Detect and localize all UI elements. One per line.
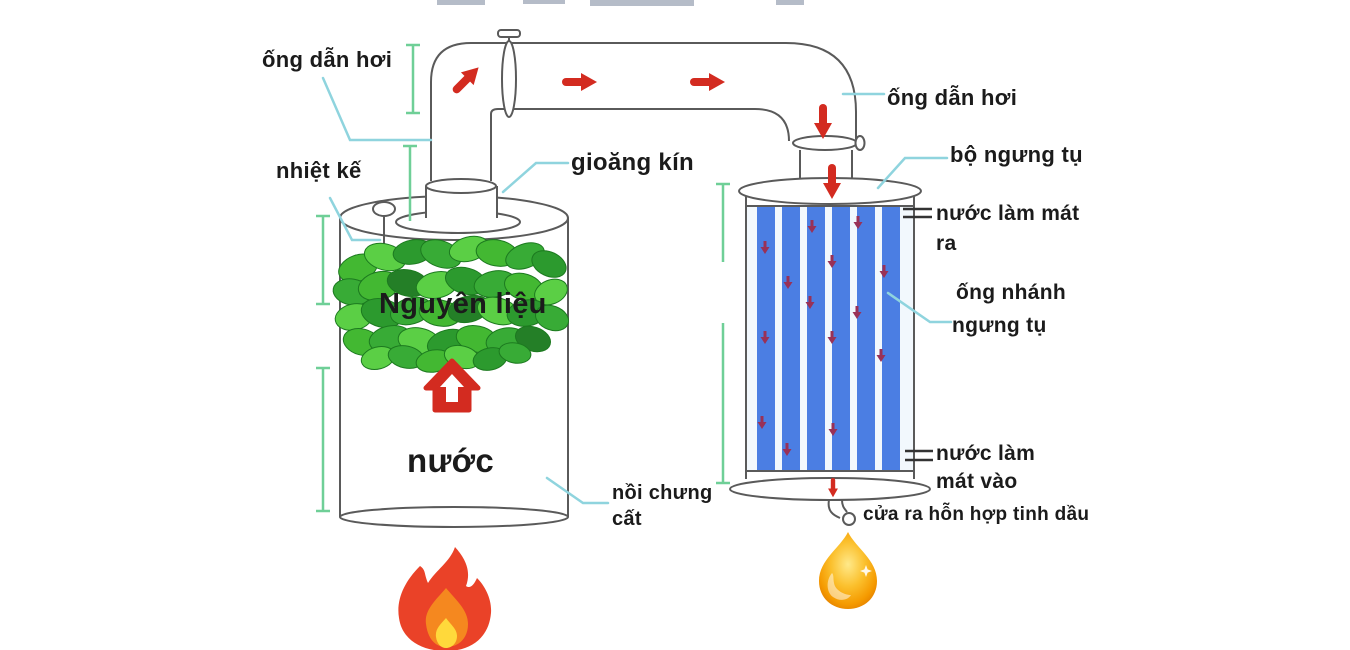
label-steam-pipe-left: ống dẫn hơi [262,47,393,72]
label-still-pot-2: cất [612,508,642,530]
condenser [729,177,933,526]
label-cooling-water-out-2: ra [936,232,957,255]
label-cooling-water-in-1: nước làm [936,442,1036,465]
gasket-collar [425,178,498,218]
leader-lines [321,76,953,505]
label-steam-pipe-right: ống dẫn hơi [887,85,1018,110]
cooling-water-in-stub [905,449,933,462]
measure-lines [316,43,730,513]
label-cooling-water-out-1: nước làm mát [936,202,1080,225]
label-water: nước [407,442,495,479]
label-branch-tubes-2: ngưng tụ [952,314,1047,337]
pipe-seal-disc [497,29,521,118]
fire-icon [398,547,492,650]
label-cooling-water-in-2: mát vào [936,470,1018,493]
cropped-title-remnant [590,0,694,6]
oil-outlet-pipe [827,499,856,526]
label-thermometer: nhiệt kế [276,158,362,183]
label-raw-material: Nguyên liệu [379,288,547,320]
label-still-pot-1: nồi chưng [612,482,713,504]
cropped-title-remnant [437,0,485,5]
cooling-water-out-stub [903,207,932,219]
raw-material-leaves [332,235,569,373]
oil-drop-icon [819,532,877,609]
label-branch-tubes-1: ống nhánh [956,281,1067,304]
label-condenser: bộ ngưng tụ [950,142,1083,167]
pipe-flange [792,135,858,151]
cropped-title-remnant [776,0,804,5]
heat-up-arrow [423,358,481,413]
label-oil-outlet: cửa ra hỗn hợp tinh dầu [863,504,1090,525]
label-gasket: gioăng kín [571,149,694,176]
cropped-title-remnant [523,0,565,4]
